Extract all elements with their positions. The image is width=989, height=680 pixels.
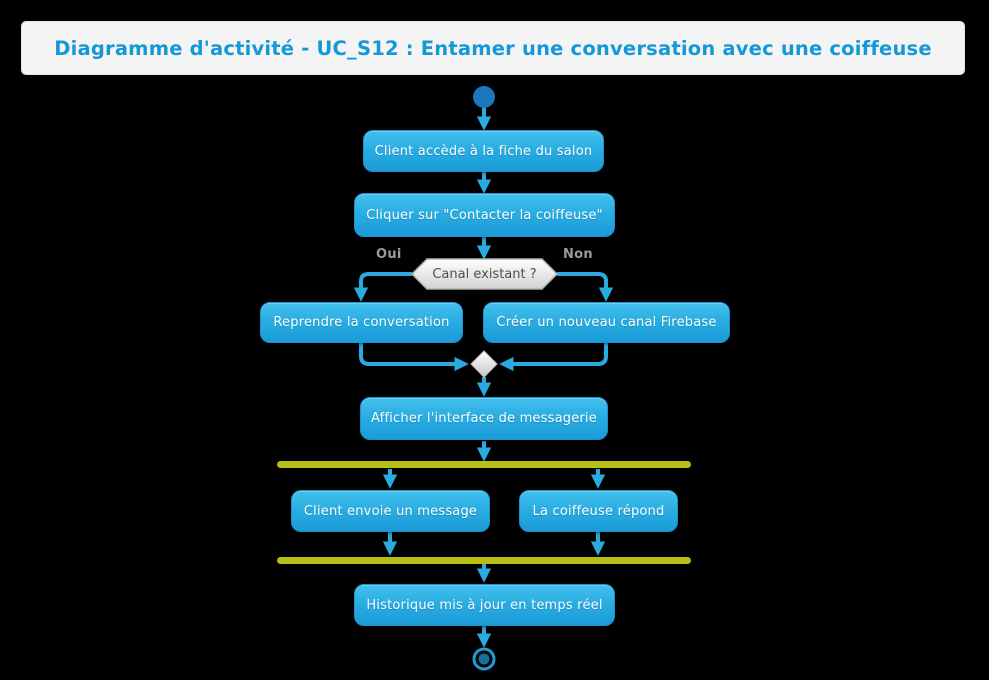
activity-reprendre-conversation: Reprendre la conversation (260, 302, 463, 343)
activity-coiffeuse-repond: La coiffeuse répond (519, 490, 678, 532)
decision-question-label: Canal existant ? (432, 266, 537, 282)
activity-label: La coiffeuse répond (532, 503, 665, 519)
activity-label: Afficher l'interface de messagerie (371, 411, 597, 426)
fork-bar (277, 461, 691, 468)
end-node-ring (472, 647, 496, 671)
activity-label: Créer un nouveau canal Firebase (496, 315, 717, 330)
activity-label: Reprendre la conversation (273, 315, 450, 330)
guard-label-non: Non (563, 247, 593, 262)
activity-historique-temps-reel: Historique mis à jour en temps réel (354, 584, 615, 626)
merge-diamond (470, 350, 498, 378)
activity-cliquer-contacter-coiffeuse: Cliquer sur "Contacter la coiffeuse" (354, 193, 615, 237)
activity-afficher-interface-messagerie: Afficher l'interface de messagerie (360, 397, 608, 440)
activity-label: Historique mis à jour en temps réel (366, 597, 603, 613)
activity-label: Client accède à la fiche du salon (374, 143, 593, 159)
activity-label: Cliquer sur "Contacter la coiffeuse" (366, 207, 603, 223)
join-bar (277, 557, 691, 564)
connector-decision-no (557, 272, 614, 302)
connector-no-merge (499, 343, 608, 372)
start-node (473, 86, 495, 108)
connector-decision-yes (353, 272, 412, 302)
decision-canal-existant: Canal existant ? (412, 259, 557, 289)
activity-creer-canal-firebase: Créer un nouveau canal Firebase (483, 302, 730, 343)
connector-yes-merge (359, 343, 469, 372)
end-node (472, 647, 496, 671)
guard-label-oui: Oui (376, 247, 402, 262)
activity-label: Client envoie un message (303, 503, 478, 519)
activity-client-accede-fiche-salon: Client accède à la fiche du salon (363, 130, 604, 172)
end-node-core (478, 653, 490, 665)
diagram-title-bar: Diagramme d'activité - UC_S12 : Entamer … (21, 21, 965, 75)
activity-client-envoie-message: Client envoie un message (291, 490, 490, 532)
decision-hexagon (410, 258, 559, 290)
diagram-title: Diagramme d'activité - UC_S12 : Entamer … (54, 36, 932, 60)
